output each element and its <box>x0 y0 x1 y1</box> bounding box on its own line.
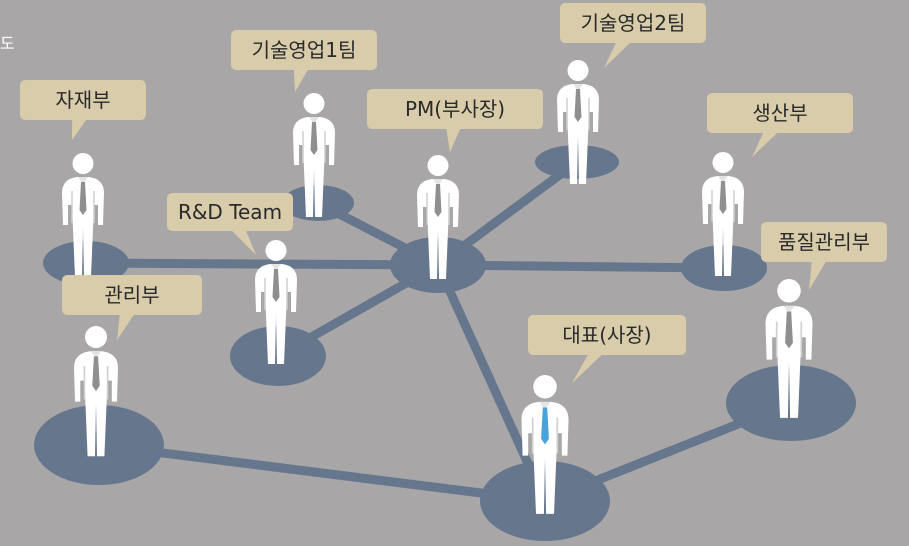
connection-line-pm-materials <box>81 258 443 270</box>
speech-bubble <box>62 275 202 340</box>
node-admin: 관리부 <box>34 275 202 485</box>
necktie <box>785 311 793 349</box>
person-collar <box>539 401 551 410</box>
node-quality: 품질관리부 <box>726 222 887 441</box>
person-collar <box>573 84 583 91</box>
speech-bubble <box>707 93 853 157</box>
department-label: 기술영업2팀 <box>581 11 686 35</box>
person-collar <box>433 179 443 186</box>
necktie <box>574 89 582 122</box>
department-label: R&D Team <box>178 200 282 224</box>
speech-bubble <box>167 193 293 255</box>
necktie <box>434 184 442 217</box>
person-head <box>303 93 325 114</box>
speech-bubble <box>761 222 887 290</box>
necktie <box>92 356 100 392</box>
person-head <box>265 240 287 261</box>
person-head <box>84 326 108 349</box>
node-rnd: R&D Team <box>167 193 326 386</box>
person-head <box>533 375 557 399</box>
person-collar <box>90 351 102 359</box>
person-collar <box>271 264 281 271</box>
necktie <box>79 182 87 215</box>
person-head <box>777 279 801 303</box>
necktie <box>719 181 727 214</box>
department-label: 자재부 <box>55 88 110 112</box>
node-sales2: 기술영업2팀 <box>535 3 706 184</box>
department-label: PM(부사장) <box>405 97 505 121</box>
necktie <box>310 122 318 155</box>
person-collar <box>78 177 88 184</box>
person-collar <box>309 117 319 124</box>
necktie <box>272 269 280 302</box>
node-platform <box>390 237 486 293</box>
speech-bubble <box>560 3 706 68</box>
department-label: 관리부 <box>104 283 159 307</box>
person-collar <box>783 305 795 314</box>
node-platform <box>480 461 610 541</box>
speech-bubble <box>20 80 146 140</box>
node-pm: PM(부사장) <box>367 89 543 293</box>
person-head <box>567 60 589 81</box>
department-label: 기술영업1팀 <box>252 38 357 62</box>
person-head <box>712 152 734 173</box>
speech-bubble <box>367 89 543 152</box>
node-ceo: 대표(사장) <box>480 315 686 541</box>
node-sales1: 기술영업1팀 <box>231 30 377 221</box>
node-materials: 자재부 <box>20 80 146 285</box>
cropped-edge-text: 도 <box>0 34 15 53</box>
speech-bubble <box>231 30 377 92</box>
person-collar <box>718 176 728 183</box>
node-production: 생산부 <box>681 93 853 291</box>
speech-bubble <box>528 315 686 383</box>
department-label: 대표(사장) <box>562 323 651 347</box>
connection-line-pm-ceo <box>433 260 550 506</box>
person-head <box>427 155 449 176</box>
necktie <box>541 407 549 445</box>
person-head <box>72 153 94 174</box>
connection-line-admin-ceo <box>94 440 550 506</box>
department-label: 품질관리부 <box>778 230 870 254</box>
department-label: 생산부 <box>752 101 807 125</box>
